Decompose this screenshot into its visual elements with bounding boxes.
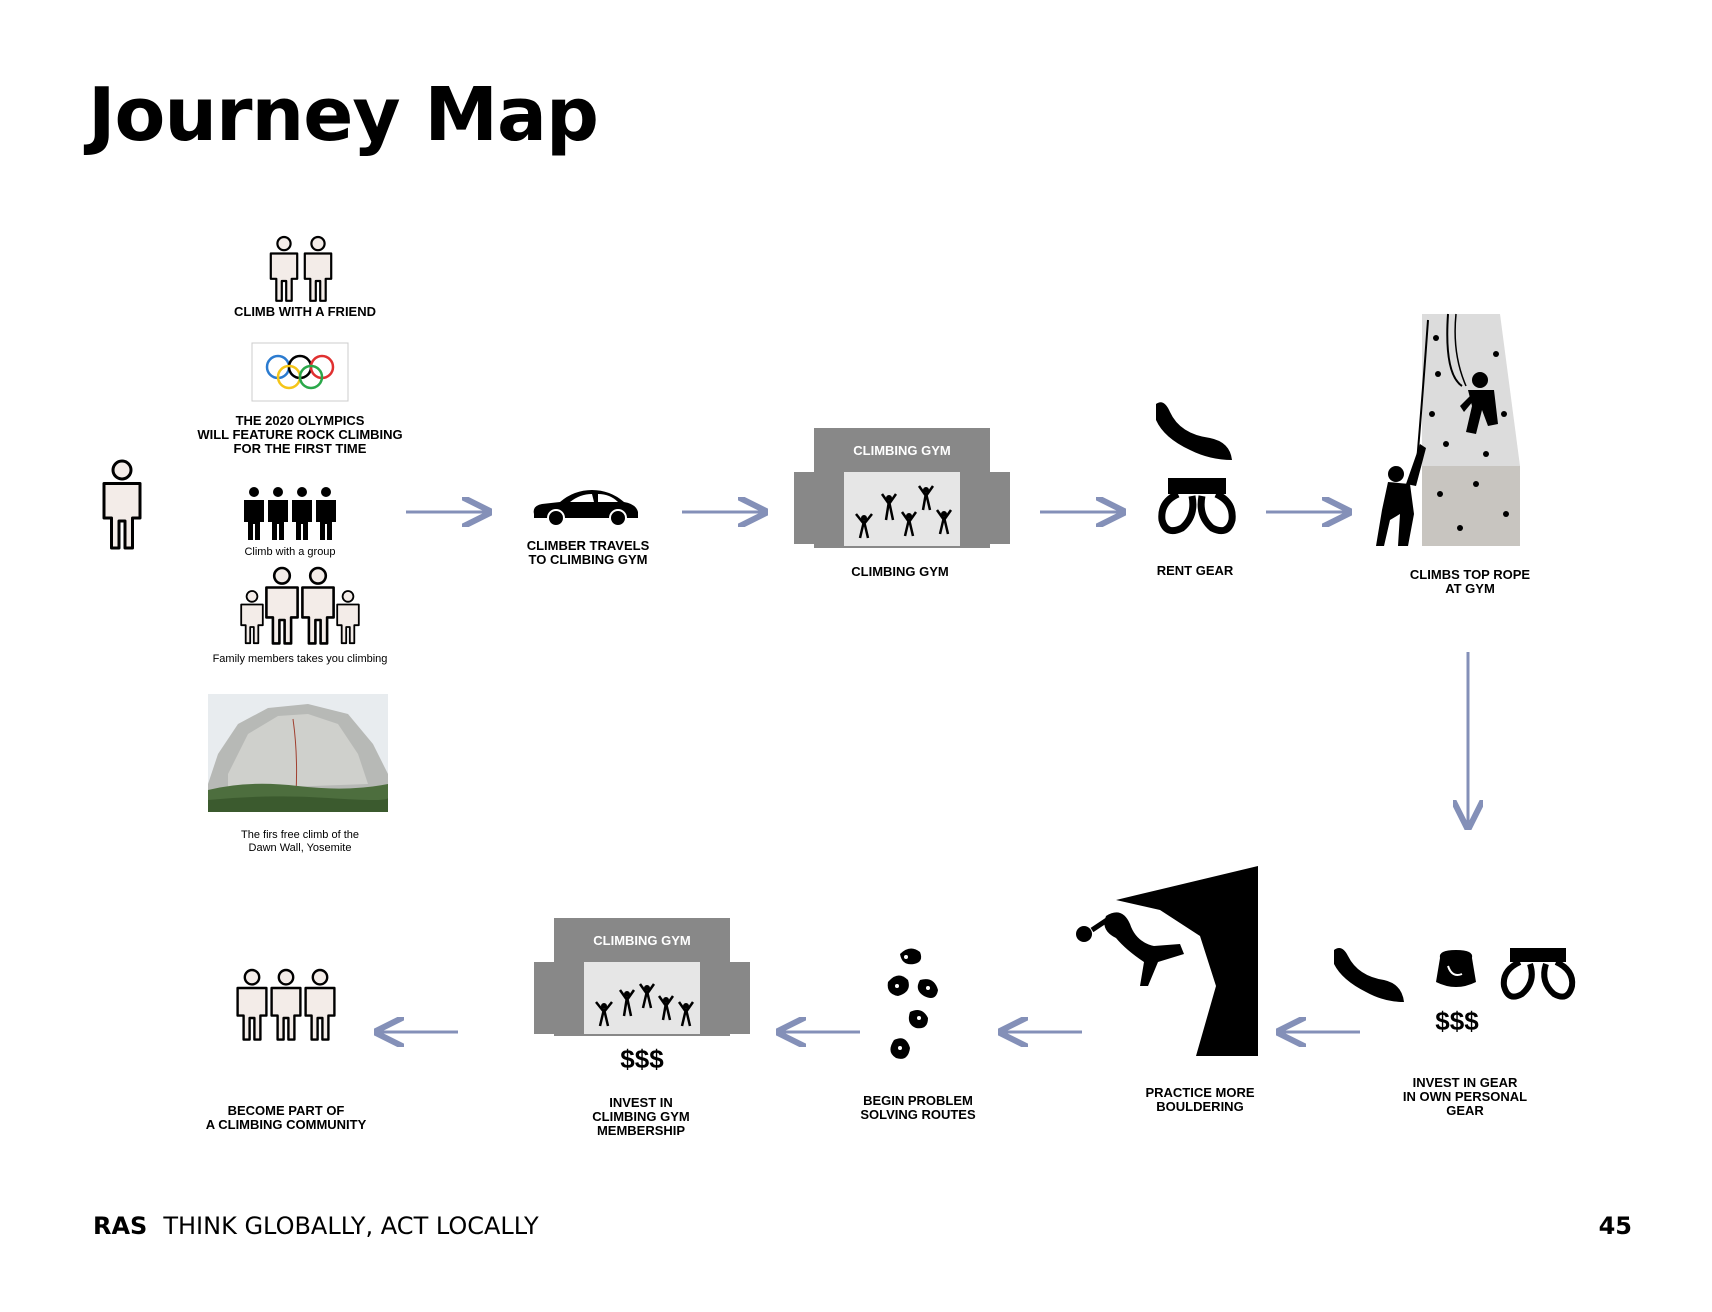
climbing-gym-membership-icon: CLIMBING GYM $$$ bbox=[534, 918, 750, 1074]
climbing-gym-icon: CLIMBING GYM bbox=[794, 428, 1010, 548]
footer-brand: RAS bbox=[93, 1212, 148, 1240]
page-number: 45 bbox=[1598, 1212, 1632, 1240]
gym-sign-bottom: CLIMBING GYM bbox=[593, 933, 691, 948]
footer-tagline: THINK GLOBALLY, ACT LOCALLY bbox=[163, 1212, 539, 1240]
travel-label: CLIMBER TRAVELS TO CLIMBING GYM bbox=[526, 538, 650, 567]
group-label: Climb with a group bbox=[244, 546, 336, 558]
friend-label: CLIMB WITH A FRIEND bbox=[233, 304, 377, 319]
climbing-shoe-icon bbox=[1156, 402, 1232, 460]
top-rope-wall-icon bbox=[1376, 313, 1520, 546]
invest-gear-price: $$$ bbox=[1435, 1006, 1479, 1036]
membership-price: $$$ bbox=[620, 1044, 664, 1074]
bouldering-icon bbox=[1076, 866, 1258, 1056]
invest-gear-icon: $$$ bbox=[1334, 948, 1576, 1036]
climbing-holds-icon bbox=[887, 948, 938, 1059]
top-rope-label: CLIMBS TOP ROPE AT GYM bbox=[1409, 567, 1531, 596]
page-title: Journey Map bbox=[88, 72, 599, 158]
rent-gear-label: RENT GEAR bbox=[1156, 563, 1234, 578]
problem-solving-label: BEGIN PROBLEM SOLVING ROUTES bbox=[860, 1093, 976, 1122]
gym-sign-top: CLIMBING GYM bbox=[853, 443, 951, 458]
bouldering-label: PRACTICE MORE BOULDERING bbox=[1145, 1085, 1255, 1114]
invest-gear-label: INVEST IN GEAR IN OWN PERSONAL GEAR bbox=[1402, 1075, 1528, 1118]
community-label: BECOME PART OF A CLIMBING COMMUNITY bbox=[205, 1103, 367, 1132]
family-label: Family members takes you climbing bbox=[212, 653, 388, 665]
membership-label: INVEST IN CLIMBING GYM MEMBERSHIP bbox=[592, 1095, 690, 1138]
dawn-wall-photo bbox=[208, 694, 388, 812]
olympics-label: THE 2020 OLYMPICS WILL FEATURE ROCK CLIM… bbox=[197, 413, 403, 456]
olympic-rings-icon bbox=[251, 342, 349, 402]
footer: RAS THINK GLOBALLY, ACT LOCALLY bbox=[93, 1212, 539, 1240]
car-icon bbox=[533, 490, 638, 527]
gym-label: CLIMBING GYM bbox=[851, 564, 949, 579]
dawn-wall-label: The firs free climb of the Dawn Wall, Yo… bbox=[241, 829, 359, 854]
harness-icon bbox=[1158, 478, 1236, 535]
